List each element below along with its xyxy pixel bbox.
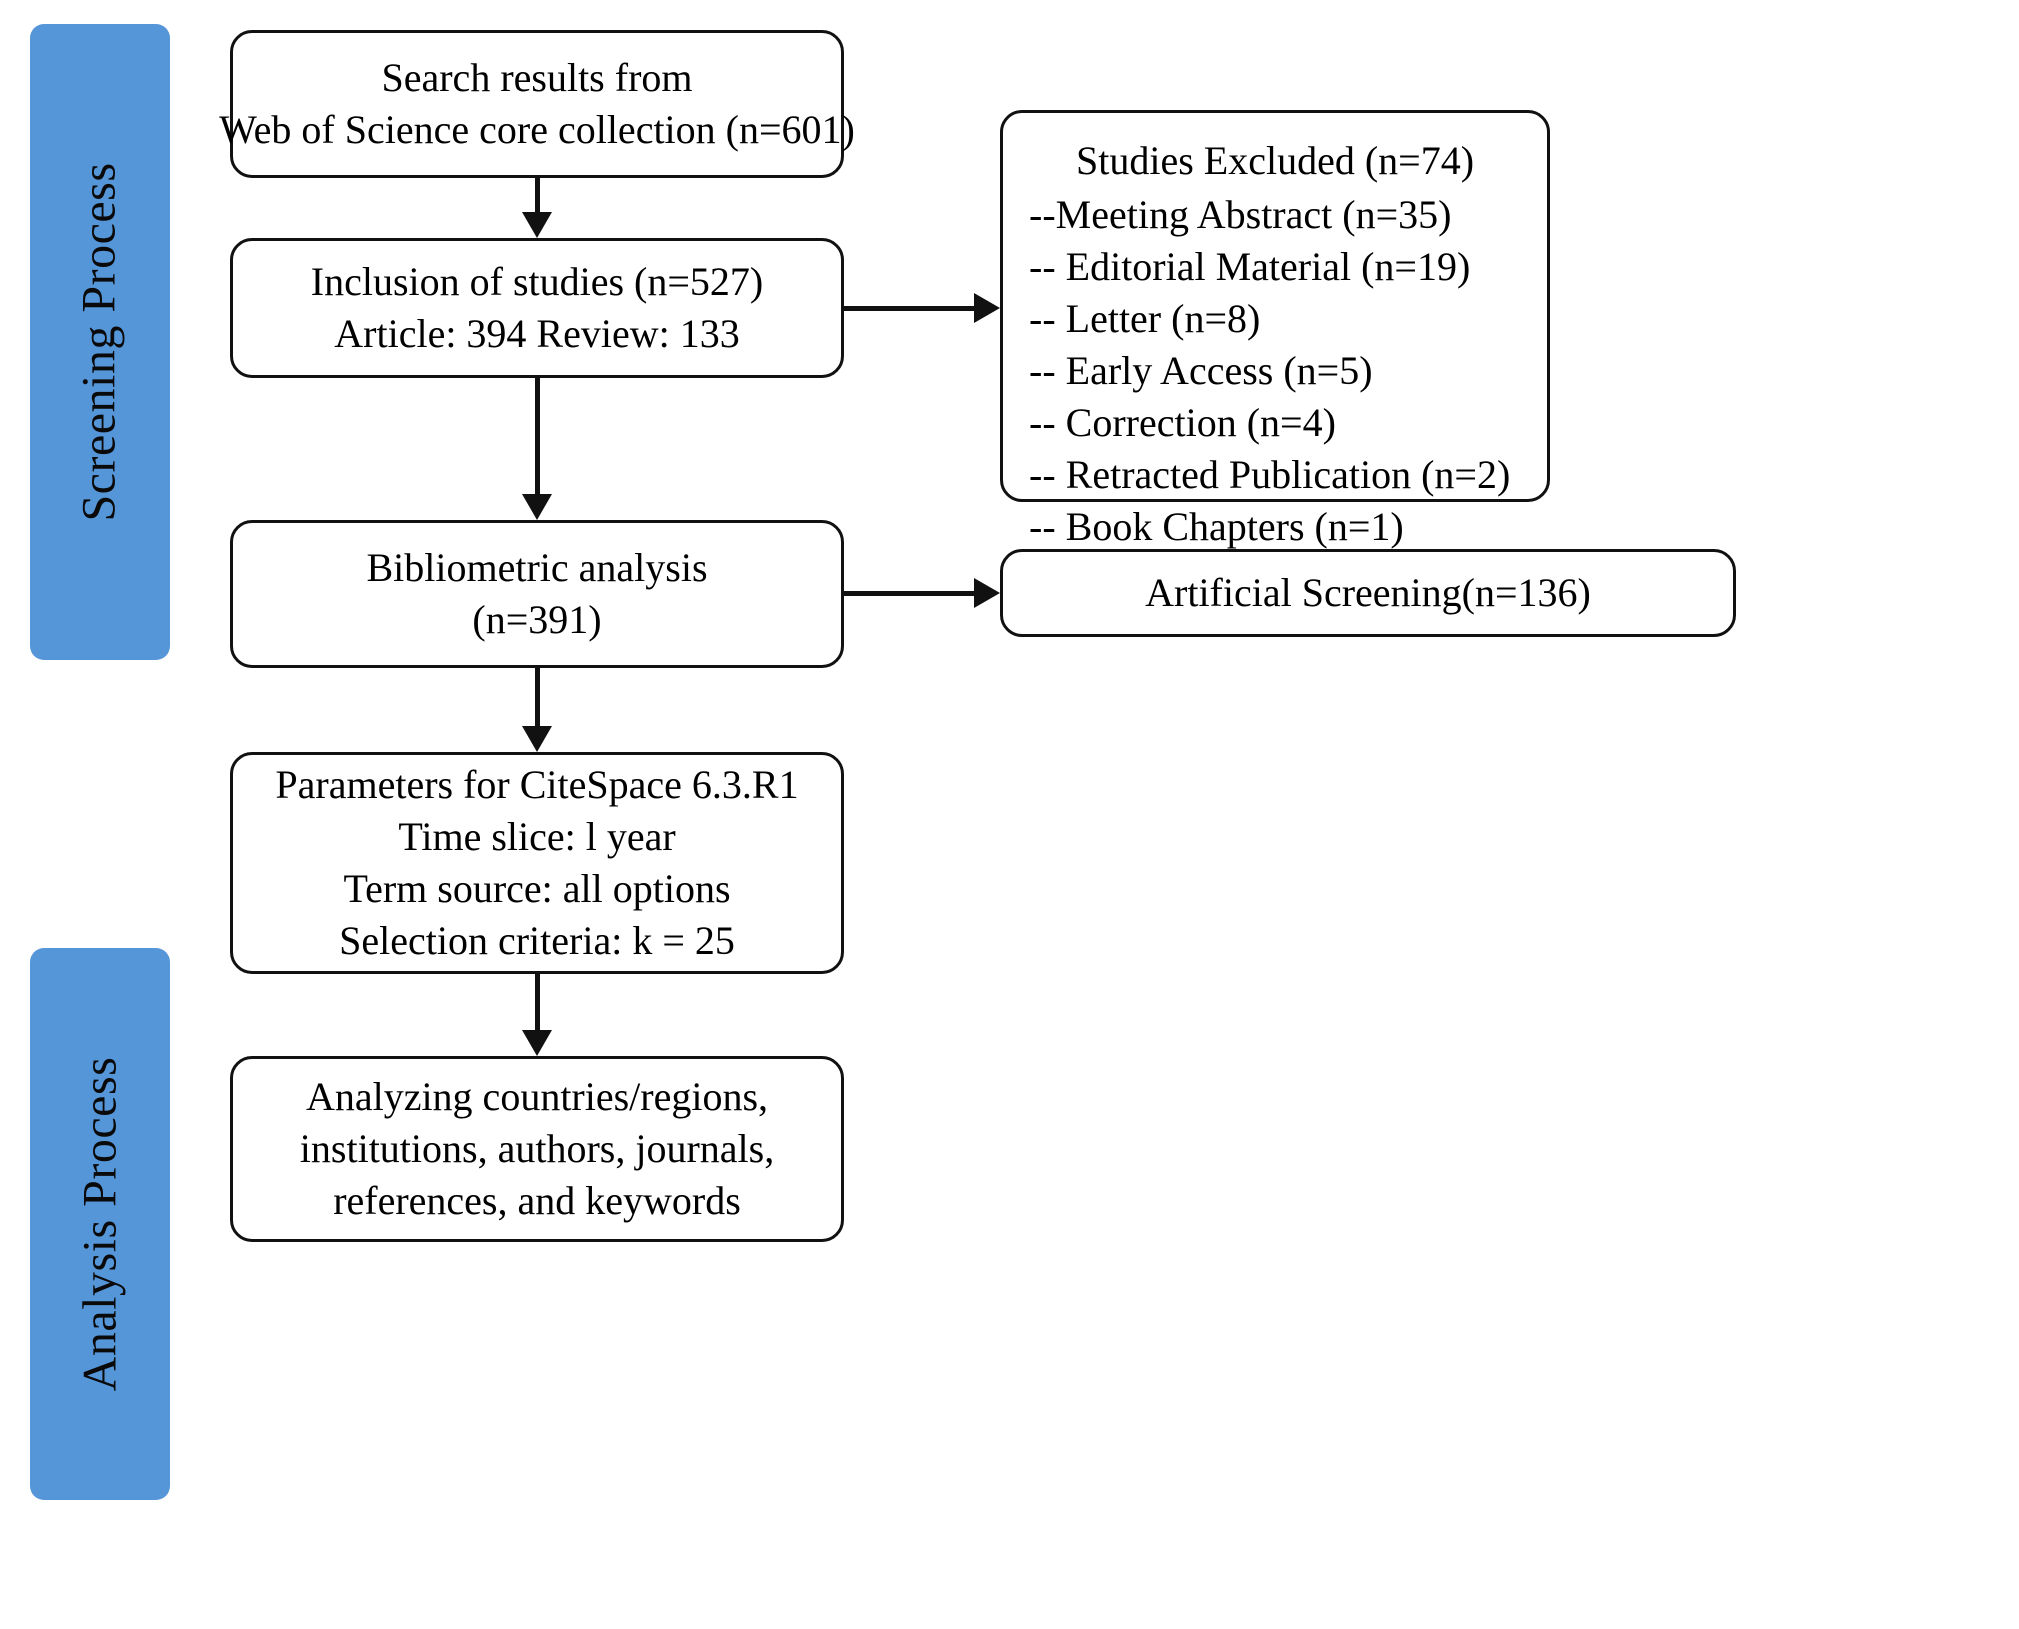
stage-bar-screening: Screening Process — [30, 24, 170, 660]
excluded-item-letter: -- Letter (n=8) — [1029, 296, 1261, 341]
excluded-item-retracted-publication: -- Retracted Publication (n=2) — [1029, 452, 1511, 497]
box-artificial-screening: Artificial Screening(n=136) — [1000, 549, 1736, 637]
excluded-item-correction: -- Correction (n=4) — [1029, 400, 1336, 445]
arrow-shaft — [535, 178, 540, 212]
arrow-shaft — [535, 668, 540, 726]
parameters-line-term-source: Term source: all options — [343, 866, 731, 911]
excluded-item-book-chapters: -- Book Chapters (n=1) — [1029, 504, 1404, 549]
box-search-results: Search results from Web of Science core … — [219, 30, 855, 178]
arrow-head — [974, 578, 1000, 608]
box-inclusion-line-1: Inclusion of studies (n=527) — [310, 259, 764, 304]
box-search-results-line-1: Search results from — [381, 55, 693, 100]
stage-bar-analysis-label: Analysis Process — [73, 1056, 126, 1392]
box-inclusion-of-studies: Inclusion of studies (n=527) Article: 39… — [230, 238, 844, 378]
stage-bar-screening-label: Screening Process — [73, 162, 127, 522]
arrow-head — [522, 212, 552, 238]
box-studies-excluded: Studies Excluded (n=74) --Meeting Abstra… — [1000, 110, 1550, 549]
excluded-item-editorial-material: -- Editorial Material (n=19) — [1029, 244, 1471, 289]
arrow-shaft — [535, 974, 540, 1030]
box-studies-excluded-heading: Studies Excluded (n=74) — [1075, 138, 1475, 183]
arrow-head — [522, 726, 552, 752]
arrow-head — [522, 494, 552, 520]
analyzing-line-1: Analyzing countries/regions, — [305, 1074, 769, 1119]
arrow-head — [522, 1030, 552, 1056]
excluded-item-meeting-abstract: --Meeting Abstract (n=35) — [1029, 192, 1452, 237]
parameters-line-software: Parameters for CiteSpace 6.3.R1 — [275, 762, 799, 807]
analyzing-line-2: institutions, authors, journals, — [299, 1126, 775, 1171]
box-bibliometric-line-2: (n=391) — [472, 597, 602, 642]
box-analyzing-outputs: Analyzing countries/regions, institution… — [230, 1056, 844, 1242]
arrow-head — [974, 293, 1000, 323]
analyzing-line-3: references, and keywords — [333, 1178, 741, 1223]
box-inclusion-line-2: Article: 394 Review: 133 — [334, 311, 740, 356]
box-citespace-parameters: Parameters for CiteSpace 6.3.R1 Time sli… — [230, 752, 844, 974]
box-bibliometric-line-1: Bibliometric analysis — [366, 545, 708, 590]
excluded-item-early-access: -- Early Access (n=5) — [1029, 348, 1373, 393]
arrow-shaft — [844, 591, 974, 596]
box-bibliometric-analysis: Bibliometric analysis (n=391) — [230, 520, 844, 668]
box-artificial-screening-line-1: Artificial Screening(n=136) — [1145, 570, 1591, 615]
arrow-shaft — [844, 306, 974, 311]
stage-bar-analysis: Analysis Process — [30, 948, 170, 1500]
arrow-shaft — [535, 378, 540, 494]
box-search-results-line-2: Web of Science core collection (n=601) — [219, 107, 855, 152]
parameters-line-selection-criteria: Selection criteria: k = 25 — [339, 918, 735, 963]
parameters-line-time-slice: Time slice: l year — [398, 814, 676, 859]
